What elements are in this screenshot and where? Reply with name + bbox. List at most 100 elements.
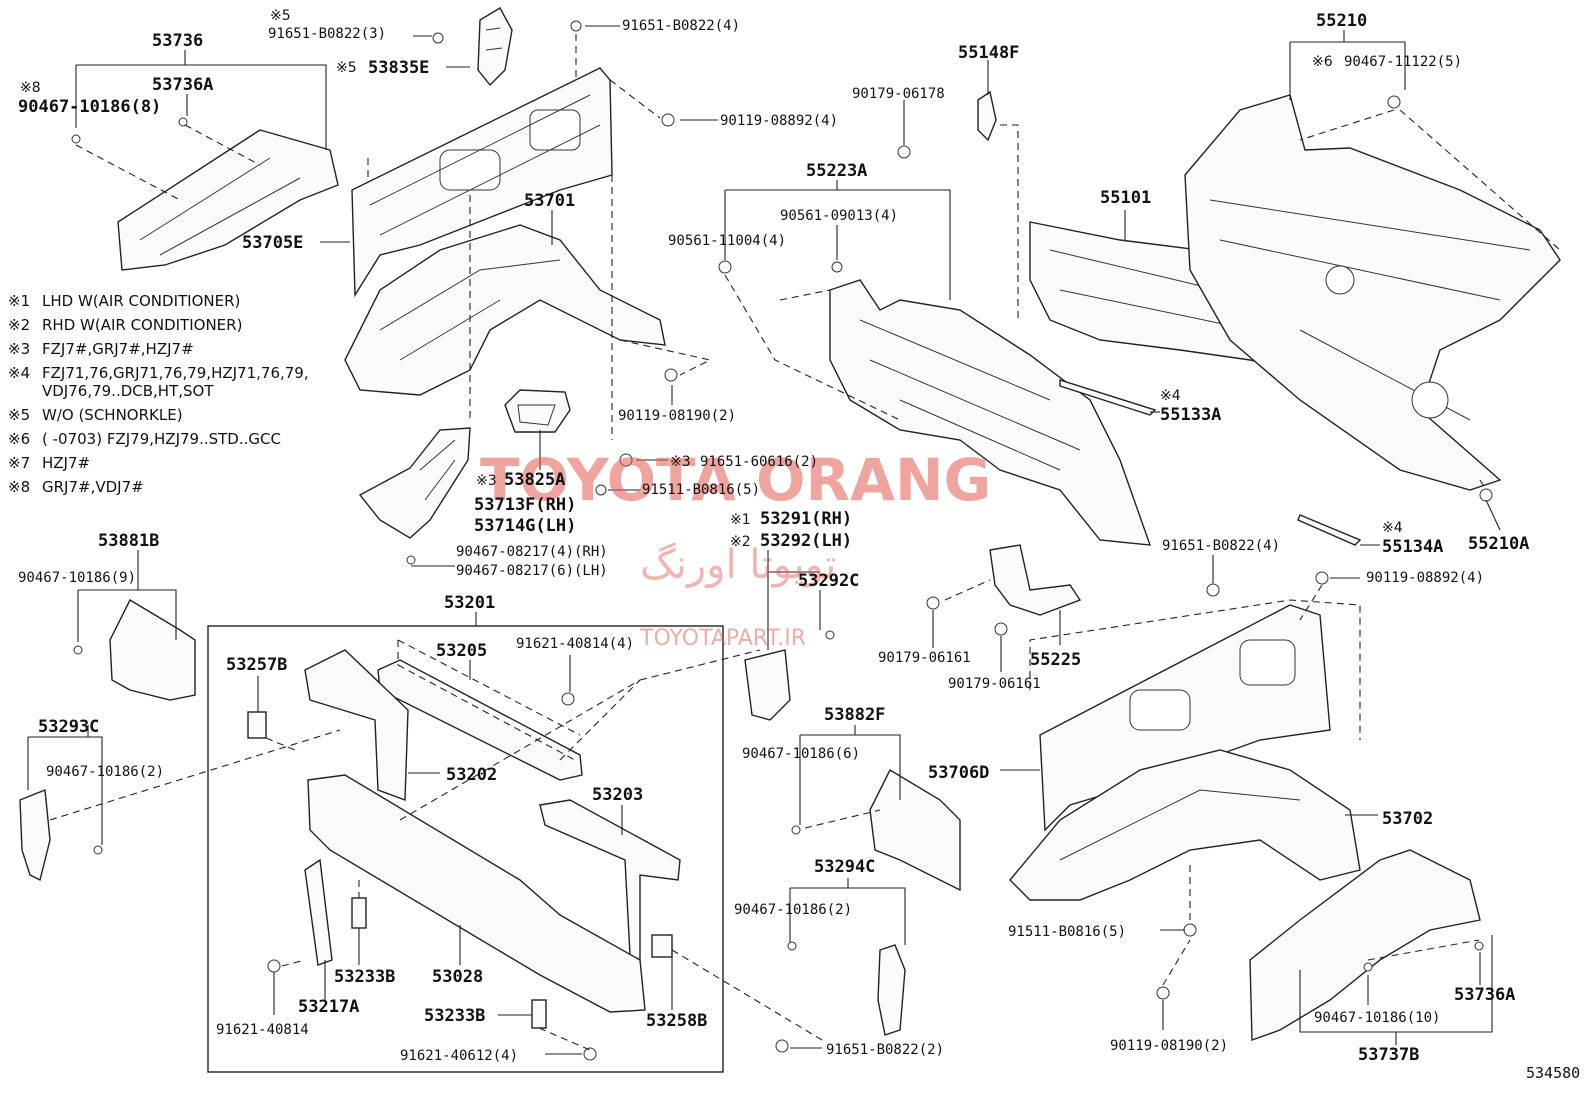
part-55210-cowl	[1184, 94, 1561, 491]
watermark-farsi: تویوتا اورنگ	[640, 542, 836, 588]
note-1-text: LHD W(AIR CONDITIONER)	[42, 292, 240, 310]
callout-53713F: 53713F(RH)	[474, 495, 576, 515]
part-53294C-bracket	[877, 944, 906, 1036]
callout-91511-B0816-5-top: 91511-B0816(5)	[642, 482, 760, 498]
callout-53257B: 53257B	[226, 655, 287, 675]
part-53701-fender-apron	[344, 224, 666, 396]
note-1-mark: ※1	[8, 292, 30, 310]
callout-90119-08892-4-r: 90119-08892(4)	[1366, 570, 1484, 586]
callout-90561-09013-4: 90561-09013(4)	[780, 208, 898, 224]
note-3-text: FZJ7#,GRJ7#,HZJ7#	[42, 340, 194, 358]
callout-91621-40814: 91621-40814	[216, 1022, 309, 1038]
note-7-text: HZJ7#	[42, 454, 90, 472]
part-53737B-liner	[1249, 849, 1481, 1041]
callout-53736: 53736	[152, 31, 203, 51]
callout-90467-10186-8: 90467-10186(8)	[18, 97, 161, 117]
callout-53701: 53701	[524, 191, 575, 211]
group-frame-53201	[207, 625, 724, 1073]
callout-53233B-b: 53233B	[424, 1006, 485, 1026]
note-7-mark: ※7	[8, 454, 30, 472]
callout-53736A-top: 53736A	[152, 75, 213, 95]
callout-53706D: 53706D	[928, 763, 989, 783]
callout-55148F: 55148F	[958, 43, 1019, 63]
callout-53201: 53201	[444, 593, 495, 613]
callout-53203: 53203	[592, 785, 643, 805]
part-53736-liner	[117, 129, 339, 271]
mark-6: ※6	[1312, 54, 1333, 70]
part-callouts: 53736 53736A 90467-10186(8) 91651-B0822(…	[18, 11, 1529, 1065]
callout-53702: 53702	[1382, 809, 1433, 829]
callout-90467-10186-9: 90467-10186(9)	[18, 570, 136, 586]
part-55223A-insulator	[829, 279, 1152, 546]
callout-55225: 55225	[1030, 650, 1081, 670]
callout-53205: 53205	[436, 641, 487, 661]
callout-90561-11004-4: 90561-11004(4)	[668, 233, 786, 249]
mark-2: ※2	[730, 534, 751, 550]
callout-53217A: 53217A	[298, 997, 359, 1017]
part-53702-fender-apron-rh	[1009, 749, 1361, 901]
callout-91621-40814-4: 91621-40814(4)	[516, 636, 634, 652]
callout-90179-06161-a: 90179-06161	[878, 650, 971, 666]
part-53202-side-support	[304, 649, 409, 801]
callout-53291: 53291(RH)	[760, 509, 852, 529]
callout-91511-B0816-5-bot: 91511-B0816(5)	[1008, 924, 1126, 940]
callout-91651-B0822-4-r: 91651-B0822(4)	[1162, 538, 1280, 554]
callout-90467-11122-5: 90467-11122(5)	[1344, 54, 1462, 70]
callout-53294C: 53294C	[814, 857, 875, 877]
callout-90179-06178: 90179-06178	[852, 86, 945, 102]
callout-53705E: 53705E	[242, 233, 303, 253]
part-53233B-bracket-a	[351, 897, 367, 929]
callout-90467-08217-6: 90467-08217(6)(LH)	[456, 563, 608, 579]
callout-53292C: 53292C	[798, 571, 859, 591]
callout-90119-08892-4-top: 90119-08892(4)	[720, 113, 838, 129]
callout-55101: 55101	[1100, 188, 1151, 208]
condition-marks: ※5 ※5 ※8 ※6 ※4 ※4 ※3 ※3 ※1 ※2	[20, 8, 1403, 550]
part-53028-lower-support	[307, 774, 646, 1013]
part-55134A-strip	[1297, 514, 1362, 546]
note-5-mark: ※5	[8, 406, 30, 424]
callout-53233B-a: 53233B	[334, 967, 395, 987]
note-8-mark: ※8	[8, 478, 30, 496]
callout-53293C: 53293C	[38, 717, 99, 737]
mark-5a: ※5	[270, 8, 291, 24]
watermark-brand: TOYOTA ORANG	[480, 446, 991, 514]
callout-90119-08190-2-bot: 90119-08190(2)	[1110, 1038, 1228, 1054]
callout-90467-10186-2-m: 90467-10186(2)	[734, 902, 852, 918]
callout-90467-08217-4: 90467-08217(4)(RH)	[456, 544, 608, 560]
callout-90179-06161-b: 90179-06161	[948, 676, 1041, 692]
callout-90467-10186-2-l: 90467-10186(2)	[46, 764, 164, 780]
callout-55223A: 55223A	[806, 161, 867, 181]
mark-3a: ※3	[476, 473, 497, 489]
part-53713F-bracket	[358, 427, 471, 539]
callout-55210: 55210	[1316, 11, 1367, 31]
callout-90467-10186-6: 90467-10186(6)	[742, 746, 860, 762]
note-3-mark: ※3	[8, 340, 30, 358]
part-53217A-brace	[304, 858, 333, 966]
part-53293C-bracket	[19, 789, 51, 882]
callout-53737B: 53737B	[1358, 1045, 1419, 1065]
mark-1: ※1	[730, 512, 751, 528]
note-4-text: FZJ71,76,GRJ71,76,79,HZJ71,76,79,	[42, 364, 309, 382]
note-8-text: GRJ7#,VDJ7#	[42, 478, 144, 496]
part-53233B-bracket-b	[531, 999, 547, 1029]
part-53257B-bracket	[247, 711, 267, 739]
leader-lines	[27, 25, 1561, 1055]
part-53881B-bracket	[109, 599, 196, 701]
callout-91651-B0822-4-top: 91651-B0822(4)	[622, 18, 740, 34]
callout-53028: 53028	[432, 967, 483, 987]
callout-53202: 53202	[446, 765, 497, 785]
part-53705E-apron-upper	[351, 67, 613, 298]
callout-91651-60616-2: 91651-60616(2)	[700, 454, 818, 470]
callout-91651-B0822-3: 91651-B0822(3)	[268, 26, 386, 42]
callout-53881B: 53881B	[98, 531, 159, 551]
mark-8: ※8	[20, 80, 41, 96]
callout-90467-10186-10: 90467-10186(10)	[1314, 1010, 1440, 1026]
notes-legend: ※1 LHD W(AIR CONDITIONER) ※2 RHD W(AIR C…	[8, 292, 309, 496]
mark-3b: ※3	[670, 454, 691, 470]
part-55133A-strip	[1059, 379, 1157, 416]
mark-5b: ※5	[336, 60, 357, 76]
callout-55210A: 55210A	[1468, 534, 1529, 554]
part-53835E-bracket	[477, 7, 513, 87]
callout-53736A-bot: 53736A	[1454, 985, 1515, 1005]
